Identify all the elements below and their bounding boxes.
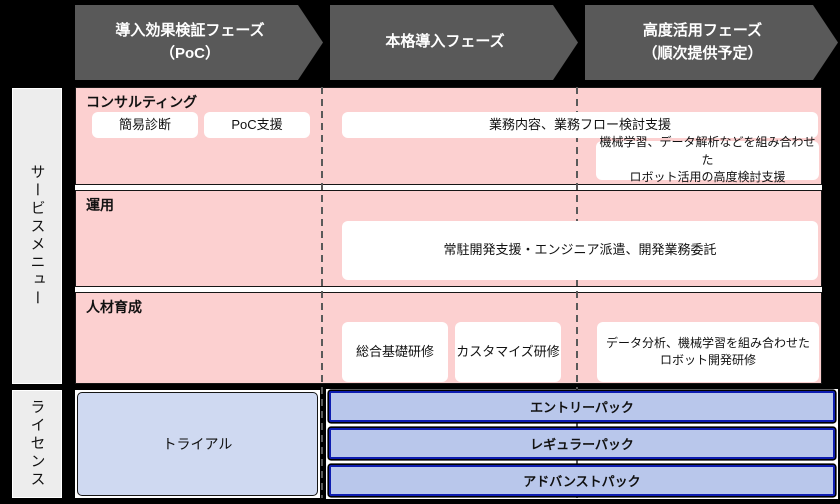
service-box-simple-diagnosis: 簡易診断: [92, 112, 198, 138]
service-box-resident-development: 常駐開発支援・エンジニア派遣、開発業務委託: [342, 221, 818, 280]
phase-divider-dashed-2: [576, 87, 578, 498]
row-label-operation: 運用: [86, 197, 114, 213]
license-pack-regular: レギュラーパック: [329, 428, 835, 459]
row-label-training: 人材育成: [86, 299, 142, 315]
phase-arrow-poc: 導入効果検証フェーズ （PoC）: [75, 5, 323, 80]
sidebar-license-label: ライセンス: [28, 399, 46, 489]
service-box-ml-advanced-review: 機械学習、データ解析などを組み合わせた ロボット活用の高度検討支援: [596, 135, 819, 184]
phase-divider-dashed-1: [321, 87, 323, 498]
phase-arrow-full-introduction: 本格導入フェーズ: [330, 5, 578, 80]
service-box-custom-training: カスタマイズ研修: [455, 322, 561, 382]
license-pack-advanced: アドバンストパック: [329, 465, 835, 496]
phase-arrow-advanced-use: 高度活用フェーズ （順次提供予定）: [585, 5, 838, 80]
service-box-robot-dev-training: データ分析、機械学習を組み合わせた ロボット開発研修: [597, 322, 819, 382]
sidebar-service-menu-label: サービスメニュー: [28, 164, 46, 308]
sidebar-service-menu: サービスメニュー: [12, 88, 62, 384]
sidebar-license: ライセンス: [12, 390, 62, 498]
service-box-workflow-review: 業務内容、業務フロー検討支援: [342, 112, 818, 138]
service-box-basic-training: 総合基礎研修: [342, 322, 448, 382]
service-box-poc-support: PoC支援: [204, 112, 310, 138]
row-label-consulting: コンサルティング: [86, 94, 198, 110]
license-pack-entry: エントリーパック: [329, 391, 835, 422]
license-trial-box: トライアル: [77, 392, 318, 496]
